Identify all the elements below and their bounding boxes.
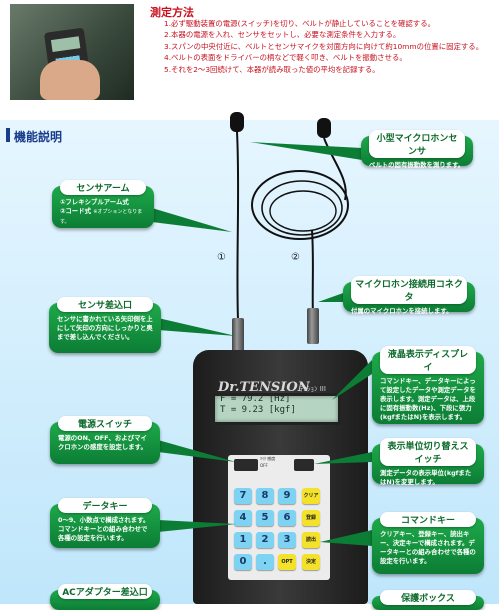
- connector-plug-1: [232, 318, 244, 354]
- callout-body: 測定データの表示単位(kgfまたはN)を変更します。: [380, 469, 472, 486]
- method-step: 2.本器の電源を入れ、センサをセットし、必要な測定条件を入力する。: [164, 30, 401, 40]
- callout-line: ①フレキシブルアーム式: [60, 198, 129, 206]
- method-step: 4.ベルトの表面をドライバーの柄などで軽く叩き、ベルトを振動させる。: [164, 53, 407, 63]
- callout-sensor-port: センサ差込口 センサに書かれている矢印側を上にして矢印の方向にしっかりと奥まで差…: [49, 297, 161, 353]
- callout-title: コマンドキー: [380, 512, 476, 527]
- usage-photo: [10, 4, 134, 100]
- key-8[interactable]: 8: [256, 488, 274, 504]
- callout-ac-adapter: ACアダプター差込口: [50, 584, 160, 610]
- read-key[interactable]: 読出: [302, 532, 320, 548]
- enter-key[interactable]: 決定: [302, 554, 320, 570]
- microphone-head-1: [230, 112, 244, 132]
- method-step: 5.それを2～3回続けて、本器が読み取った値の平均を記録する。: [164, 64, 380, 74]
- callout-body: 付属のマイクロホンを接続します。: [351, 307, 453, 315]
- opt-key[interactable]: OPT: [278, 554, 296, 570]
- method-step: 3.スパンの中央付近に、ベルトとセンサマイクを対面方向に向けて約10mmの位置に…: [164, 41, 484, 51]
- key-decimal[interactable]: .: [256, 554, 274, 570]
- callout-power: 電源スイッチ 電源のON、OFF、およびマイクロホンの感度を設定します。: [50, 416, 160, 464]
- section-marker: [6, 128, 10, 142]
- callout-sensor-arm: センサアーム ①フレキシブルアーム式 ②コード式 ※オプションとなります。: [52, 180, 154, 228]
- clear-key[interactable]: クリア: [302, 488, 320, 504]
- device-model: ﾃﾝｼｮﾝ III: [300, 385, 326, 393]
- callout-data-key: データキー 0～9、小数点で構成されます。コマンドキーとの組み合わせで各種の設定…: [50, 498, 160, 548]
- key-6[interactable]: 6: [278, 510, 296, 526]
- callout-title: 保護ボックス: [380, 590, 476, 605]
- callout-body: センサに書かれている矢印側を上にして矢印の方向にしっかりと奥まで差し込んでくださ…: [57, 315, 153, 341]
- callout-title: センサアーム: [60, 180, 146, 195]
- callout-title: データキー: [58, 498, 152, 513]
- key-7[interactable]: 7: [234, 488, 252, 504]
- key-2[interactable]: 2: [256, 532, 274, 548]
- callout-body: ベルトの固有振動数を測ります。: [369, 161, 465, 169]
- callout-title: センサ差込口: [57, 297, 153, 312]
- key-5[interactable]: 5: [256, 510, 274, 526]
- section-title: 機能説明: [14, 130, 63, 144]
- probe-label-1: ①: [217, 252, 226, 263]
- callout-title: ACアダプター差込口: [58, 584, 152, 599]
- callout-title: マイクロホン接続用コネクタ: [351, 276, 467, 304]
- switch-label: ﾏｲｸ 感度: [260, 456, 276, 461]
- callout-body: コマンドキー、データキーによって設定したデータや測定データを表示します。測定デー…: [380, 377, 476, 421]
- power-switch[interactable]: [234, 459, 258, 471]
- lcd-frequency-line: F = 79.2 [Hz]: [220, 394, 291, 404]
- callout-mic-connector: マイクロホン接続用コネクタ 付属のマイクロホンを接続します。: [343, 276, 475, 315]
- callout-body: 電源のON、OFF、およびマイクロホンの感度を設定します。: [58, 434, 147, 451]
- callout-title: 電源スイッチ: [58, 416, 152, 431]
- probe-label-2: ②: [291, 252, 300, 263]
- callout-lcd: 液晶表示ディスプレイ コマンドキー、データキーによって設定したデータや測定データ…: [372, 346, 484, 424]
- callout-title: 液晶表示ディスプレイ: [380, 346, 476, 374]
- microphone-head-2: [317, 118, 331, 138]
- callout-line-text: ②コード式: [60, 207, 91, 215]
- device-brand: Dr.TENSION: [218, 380, 310, 395]
- method-title: 測定方法: [150, 6, 194, 19]
- callout-note: ※オプションとなります。: [60, 209, 143, 225]
- key-3[interactable]: 3: [278, 532, 296, 548]
- method-step: 1.必ず駆動装置の電源(スイッチ)を切り、ベルトが静止していることを確認する。: [164, 19, 435, 28]
- method-steps: 1.必ず駆動装置の電源(スイッチ)を切り、ベルトが静止していることを確認する。 …: [164, 18, 483, 75]
- callout-mic-sensor: 小型マイクロホンセンサ ベルトの固有振動数を測ります。: [361, 130, 473, 169]
- callout-case: 保護ボックス: [372, 590, 484, 610]
- key-0[interactable]: 0: [234, 554, 252, 570]
- unit-switch[interactable]: [294, 459, 314, 471]
- callout-body: クリアキー、登録キー、読出キー、決定キーで構成されます。データキーとの組み合わせ…: [380, 530, 476, 565]
- connector-plug-2: [307, 308, 319, 344]
- lcd-tension-line: T = 9.23 [kgf]: [220, 405, 296, 415]
- callout-title: 表示単位切り替えスイッチ: [380, 438, 476, 466]
- callout-unit-switch: 表示単位切り替えスイッチ 測定データの表示単位(kgfまたはN)を変更します。: [372, 438, 484, 486]
- callout-command-key: コマンドキー クリアキー、登録キー、読出キー、決定キーで構成されます。データキー…: [372, 512, 484, 574]
- switch-label: OFF: [260, 463, 268, 468]
- key-9[interactable]: 9: [278, 488, 296, 504]
- callout-body: 0～9、小数点で構成されます。コマンドキーとの組み合わせで各種の設定を行います。: [58, 516, 150, 542]
- register-key[interactable]: 登録: [302, 510, 320, 526]
- key-1[interactable]: 1: [234, 532, 252, 548]
- callout-title: 小型マイクロホンセンサ: [369, 130, 465, 158]
- key-4[interactable]: 4: [234, 510, 252, 526]
- lcd-display: [212, 393, 341, 425]
- callout-line: ②コード式 ※オプションとなります。: [60, 207, 146, 227]
